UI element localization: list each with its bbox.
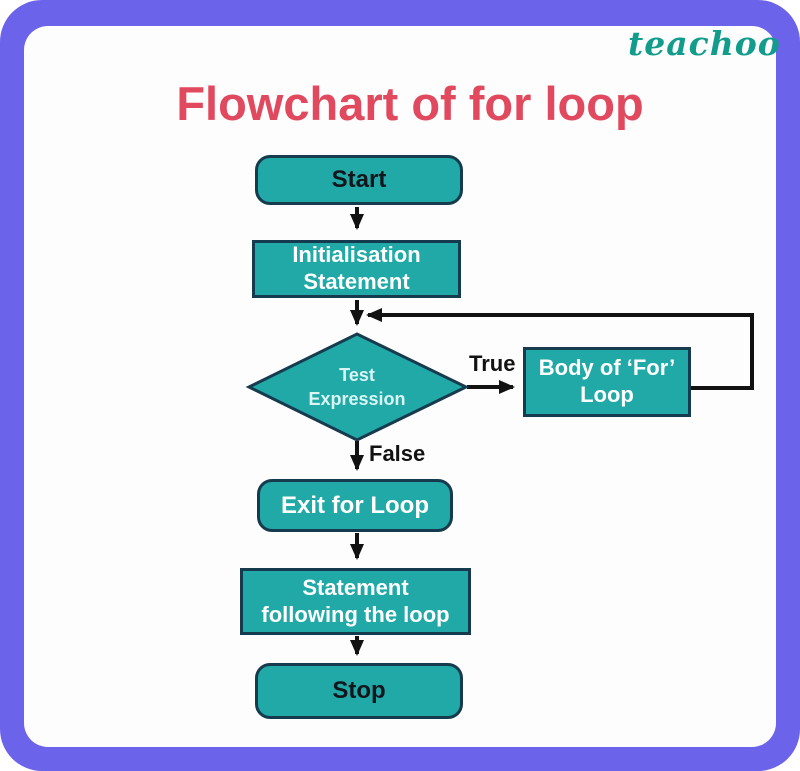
node-initialisation-statement: Initialisation Statement: [252, 240, 461, 298]
node-body-line2: Loop: [580, 382, 634, 407]
node-body-line1: Body of ‘For’: [538, 355, 676, 381]
node-start: Start: [255, 155, 463, 205]
edge-label-true: True: [469, 351, 516, 376]
node-statement-following-loop: Statement following the loop: [240, 568, 471, 635]
node-init-line1: Initialisation: [292, 242, 421, 268]
node-init-line2: Statement: [303, 269, 410, 294]
node-exit-label: Exit for Loop: [281, 491, 429, 519]
node-test-expression-label: Test Expression: [277, 363, 437, 412]
node-statement-line1: Statement: [302, 574, 409, 600]
brand-logo: teachoo: [628, 24, 781, 63]
node-body-of-for-loop: Body of ‘For’ Loop: [523, 347, 691, 417]
node-test-line2: Expression: [308, 389, 406, 410]
edge-body-loopback: [366, 308, 754, 390]
node-start-label: Start: [331, 166, 387, 194]
node-exit-for-loop: Exit for Loop: [257, 479, 453, 532]
node-stop-label: Stop: [332, 677, 386, 705]
edge-label-false: False: [369, 441, 426, 466]
node-test-expression-diamond: [245, 332, 470, 442]
node-test-line1: Test: [339, 365, 375, 385]
node-statement-line2: following the loop: [261, 601, 450, 627]
node-stop: Stop: [255, 663, 463, 719]
page-title: Flowchart of for loop: [176, 77, 644, 130]
